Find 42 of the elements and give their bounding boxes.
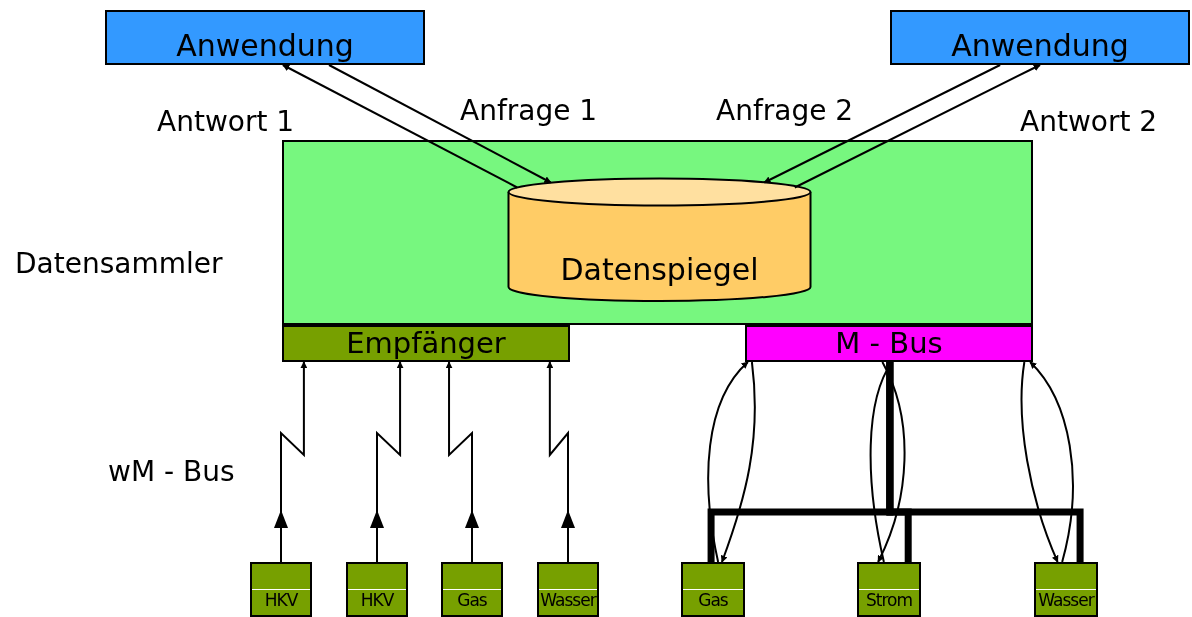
- bus-label: wM - Bus: [108, 458, 235, 486]
- application-box: [105, 10, 425, 65]
- node-label: Strom: [865, 592, 912, 609]
- bus-interface-bar: [745, 325, 1033, 362]
- node-caption: Datensammler: [15, 250, 223, 278]
- arrow: [1029, 361, 1074, 563]
- application-box: [890, 10, 1190, 65]
- meter-box: [441, 562, 503, 617]
- meter-box: [537, 562, 599, 617]
- arrow: [763, 64, 1002, 184]
- node-label: Gas: [698, 592, 728, 609]
- arrow: [793, 64, 1041, 189]
- receiver-bar: [282, 325, 570, 362]
- node-label: HKV: [264, 592, 298, 609]
- arrow: [877, 361, 906, 563]
- arrow: [707, 361, 749, 563]
- meter-box: [1034, 562, 1098, 617]
- radio-link-arrow: [370, 361, 404, 563]
- arrow: [281, 64, 519, 189]
- meter-box: [250, 562, 312, 617]
- node-label: Anwendung: [951, 31, 1129, 61]
- meter-box: [346, 562, 408, 617]
- node-label: Anwendung: [176, 31, 354, 61]
- radio-link-arrow: [546, 361, 575, 563]
- collector-box: [282, 140, 1033, 325]
- meter-box: [857, 562, 921, 617]
- edge-label: Anfrage 2: [716, 97, 854, 125]
- node-label: Empfänger: [346, 329, 506, 358]
- radio-link-arrow: [445, 361, 479, 563]
- node-label: Datenspiegel: [560, 255, 759, 285]
- edge-label: Anfrage 1: [460, 97, 598, 125]
- bus-line: [886, 362, 1084, 562]
- node-label: Wasser: [1038, 592, 1094, 609]
- node-label: HKV: [360, 592, 394, 609]
- meter-box: [681, 562, 745, 617]
- arrow: [328, 64, 552, 184]
- radio-link-arrow: [274, 361, 308, 563]
- node-label: Wasser: [540, 592, 596, 609]
- arrow: [1020, 361, 1059, 563]
- node-label: Gas: [457, 592, 487, 609]
- node-label: M - Bus: [835, 329, 943, 358]
- arrow: [720, 361, 756, 563]
